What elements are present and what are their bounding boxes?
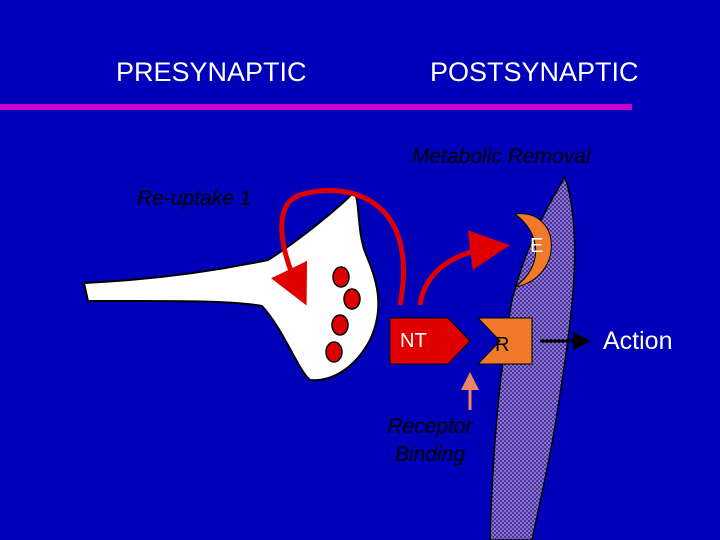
receptor-label: R — [495, 334, 510, 356]
enzyme-crescent — [513, 213, 552, 288]
vesicle — [332, 266, 350, 288]
receptor-site — [476, 317, 533, 365]
neurotransmitter-block — [389, 317, 471, 365]
neurotransmitter-label: NT — [400, 330, 427, 352]
presynaptic-heading: PRESYNAPTIC — [116, 57, 307, 87]
enzyme-label: E — [530, 235, 544, 257]
presynaptic-terminal — [82, 190, 380, 382]
postsynaptic-heading: POSTSYNAPTIC — [430, 57, 639, 87]
vesicle — [343, 288, 361, 310]
metabolic-removal-label: Metabolic Removal — [412, 145, 591, 168]
receptor-binding-label-line1: Receptor — [387, 415, 473, 438]
metabolic-removal-arrow — [417, 230, 510, 306]
header-divider — [0, 104, 632, 110]
reuptake-label: Re-uptake 1 — [137, 187, 252, 210]
receptor-binding-label-line2: Binding — [394, 443, 466, 466]
reuptake-arrow — [271, 188, 406, 306]
vesicle — [325, 341, 343, 363]
action-label: Action — [603, 327, 673, 355]
vesicle — [331, 314, 349, 336]
